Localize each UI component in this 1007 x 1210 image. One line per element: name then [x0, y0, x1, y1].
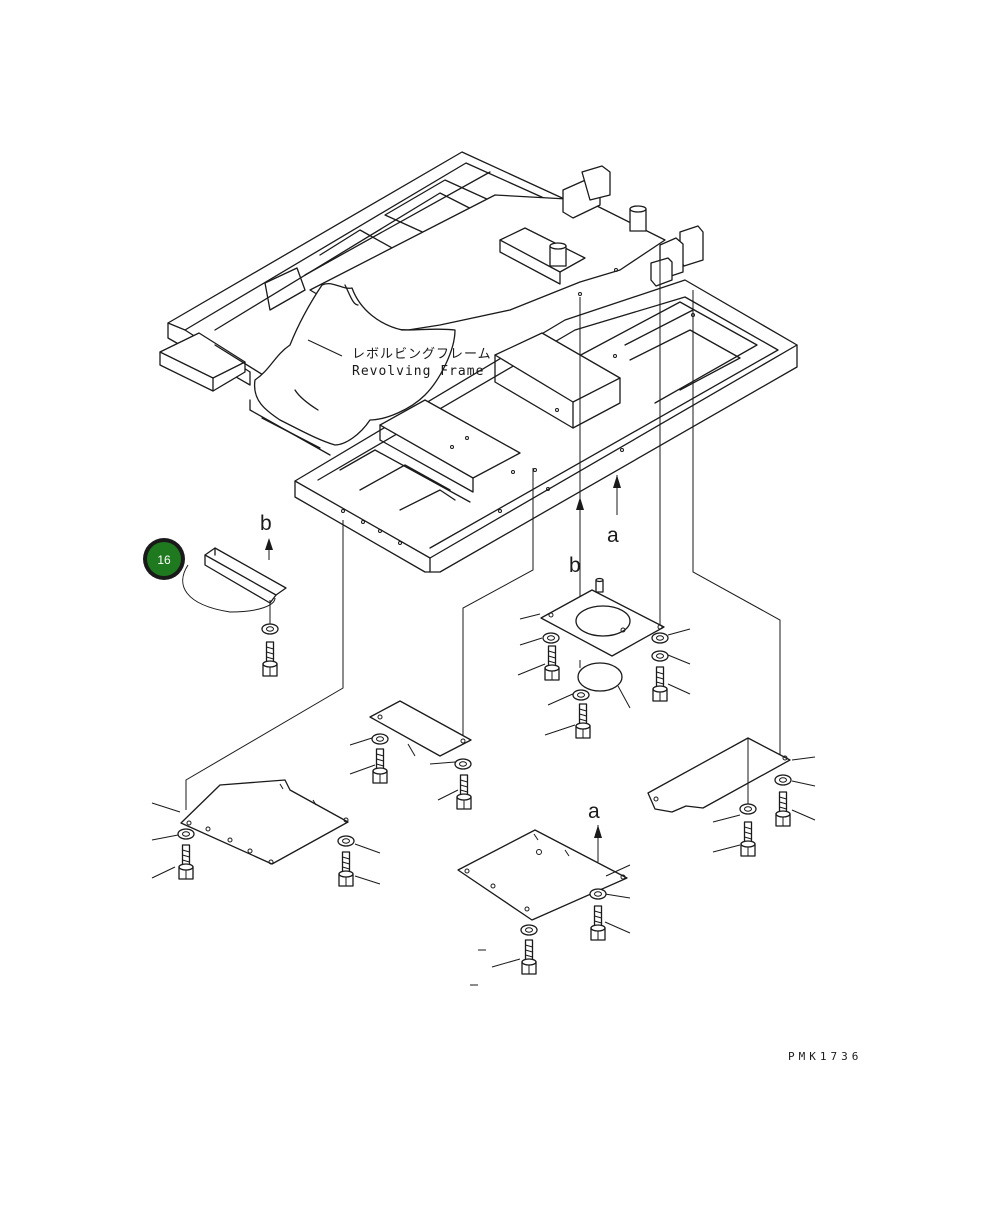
bolt-icon — [338, 851, 354, 887]
bolt-icon — [544, 645, 560, 681]
bolt-icon — [590, 905, 606, 941]
washer-icon — [651, 632, 669, 644]
leader-lines — [185, 258, 781, 810]
arrow-b-label-1: b — [260, 512, 272, 535]
arrow-b-label-2: b — [569, 554, 581, 577]
cover-upper-right — [517, 577, 691, 739]
arrow-up-icon — [594, 825, 602, 838]
arrow-up-icon — [613, 475, 621, 488]
washer-icon — [337, 835, 355, 847]
frame-label-jp: レボルビングフレーム — [352, 347, 492, 362]
washer-icon — [261, 623, 279, 635]
bracket-part — [182, 547, 287, 677]
arrow-a-label-1: a — [607, 524, 619, 547]
washer-icon — [177, 828, 195, 840]
callout-16[interactable]: 16 — [143, 538, 185, 580]
washer-icon — [589, 888, 607, 900]
bolt-icon — [740, 821, 756, 857]
washer-icon — [774, 774, 792, 786]
bolt-icon — [456, 774, 472, 810]
cover-lower-right — [647, 737, 816, 857]
arrow-a-label-2: a — [588, 800, 600, 823]
callout-number: 16 — [157, 553, 171, 567]
washer-icon — [651, 650, 669, 662]
frame-label: レボルビングフレーム Revolving Frame — [307, 339, 492, 379]
cover-small-middle — [349, 700, 472, 810]
washer-icon — [572, 689, 590, 701]
drawing-code: PMK1736 — [788, 1050, 862, 1063]
arrow-a-main: a — [607, 475, 621, 547]
revolving-frame — [159, 151, 798, 573]
bolt-icon — [652, 666, 668, 702]
bolt-icon — [775, 791, 791, 827]
arrow-up-icon — [265, 538, 273, 550]
washer-icon — [739, 803, 757, 815]
bolt-icon — [178, 844, 194, 880]
arrow-b-top: b — [260, 512, 273, 560]
bolt-icon — [575, 703, 591, 739]
bolt-icon — [372, 748, 388, 784]
washer-icon — [520, 924, 538, 936]
washer-icon — [371, 733, 389, 745]
washer-icon — [454, 758, 472, 770]
arrow-b-main: b — [569, 497, 584, 577]
bolt-icon — [262, 641, 278, 677]
cover-lower-center — [457, 829, 631, 986]
frame-label-en: Revolving Frame — [352, 364, 484, 379]
washer-icon — [542, 632, 560, 644]
bolt-icon — [521, 939, 537, 975]
arrow-up-icon — [576, 497, 584, 510]
callout-badge — [147, 542, 181, 576]
arrow-a-lower: a — [588, 800, 602, 862]
cover-lower-left — [151, 779, 381, 887]
